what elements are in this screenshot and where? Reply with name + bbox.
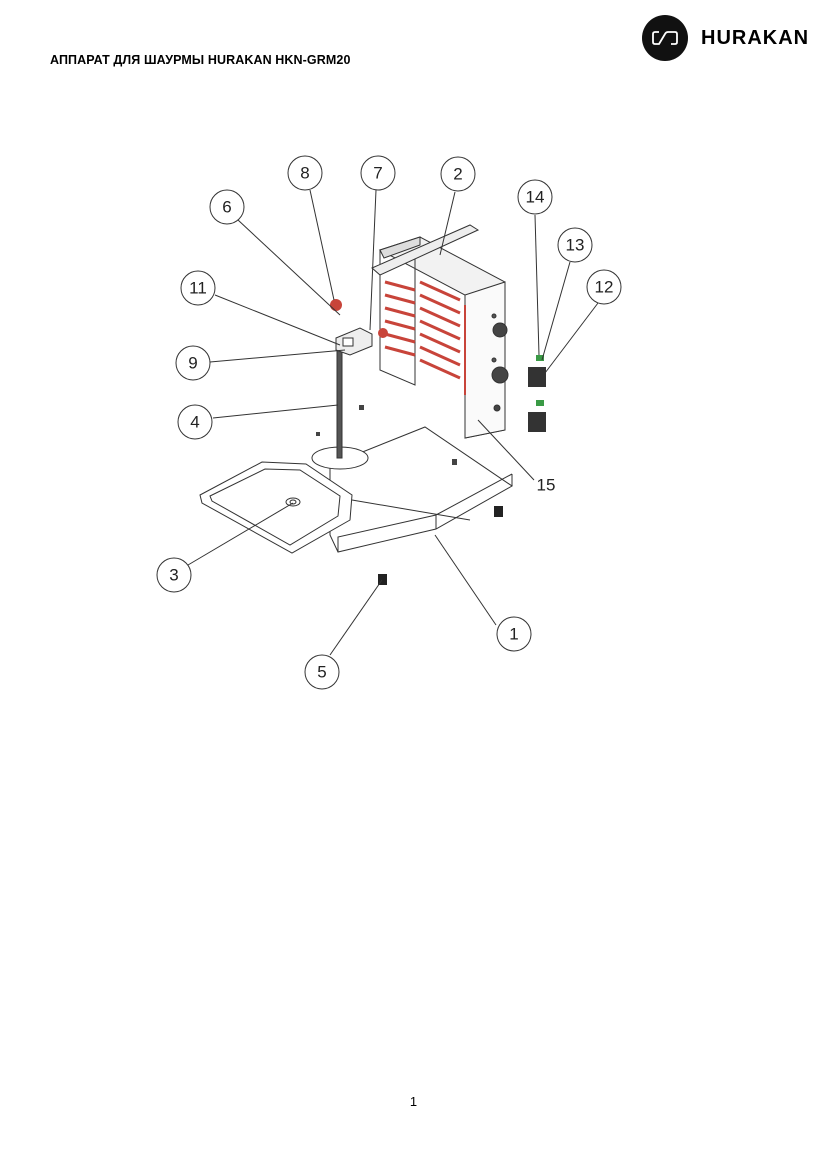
- callout-6: [209, 189, 245, 225]
- callout-13: [557, 227, 593, 263]
- foot-right: [494, 506, 503, 517]
- red-knob-8: [330, 299, 342, 311]
- callout-7: [360, 155, 396, 191]
- page-number: 1: [409, 1094, 418, 1109]
- callout-14: [517, 179, 553, 215]
- document-title: АППАРАТ ДЛЯ ШАУРМЫ HURAKAN HKN-GRM20: [50, 53, 351, 67]
- callout-label-4: 4: [190, 413, 199, 432]
- spit-rod: [336, 349, 343, 459]
- callout-3: [156, 557, 192, 593]
- foot-5: [378, 574, 387, 585]
- callout-label-11: 11: [189, 279, 207, 298]
- callout-label-12: 12: [595, 278, 614, 297]
- callout-label-1: 1: [509, 625, 518, 644]
- brand-name: HURAKAN: [701, 26, 810, 49]
- red-knob-7: [378, 328, 388, 338]
- callout-8: [287, 155, 323, 191]
- callout-label-5: 5: [317, 663, 326, 682]
- switch-parts: [528, 355, 546, 432]
- callout-1: [496, 616, 532, 652]
- brand-header: HURAKAN: [642, 15, 809, 61]
- callout-9: [175, 345, 211, 381]
- callout-label-2: 2: [453, 165, 462, 184]
- callout-label-9: 9: [188, 354, 197, 373]
- callout-label-6: 6: [222, 198, 231, 217]
- callout-2: [440, 156, 476, 192]
- callout-label-8: 8: [300, 164, 309, 183]
- callout-label-7: 7: [373, 164, 382, 183]
- callout-11: [180, 270, 216, 306]
- heater-elements: [384, 280, 466, 395]
- callout-4: [177, 404, 213, 440]
- base-plate: [329, 426, 513, 553]
- callout-label-13: 13: [566, 236, 585, 255]
- callout-label-3: 3: [169, 566, 178, 585]
- hurakan-logo-icon: [642, 15, 688, 61]
- callout-label-14: 14: [526, 188, 545, 207]
- callout-label-15: 15: [537, 476, 556, 495]
- callout-5: [304, 654, 340, 690]
- callout-12: [586, 269, 622, 305]
